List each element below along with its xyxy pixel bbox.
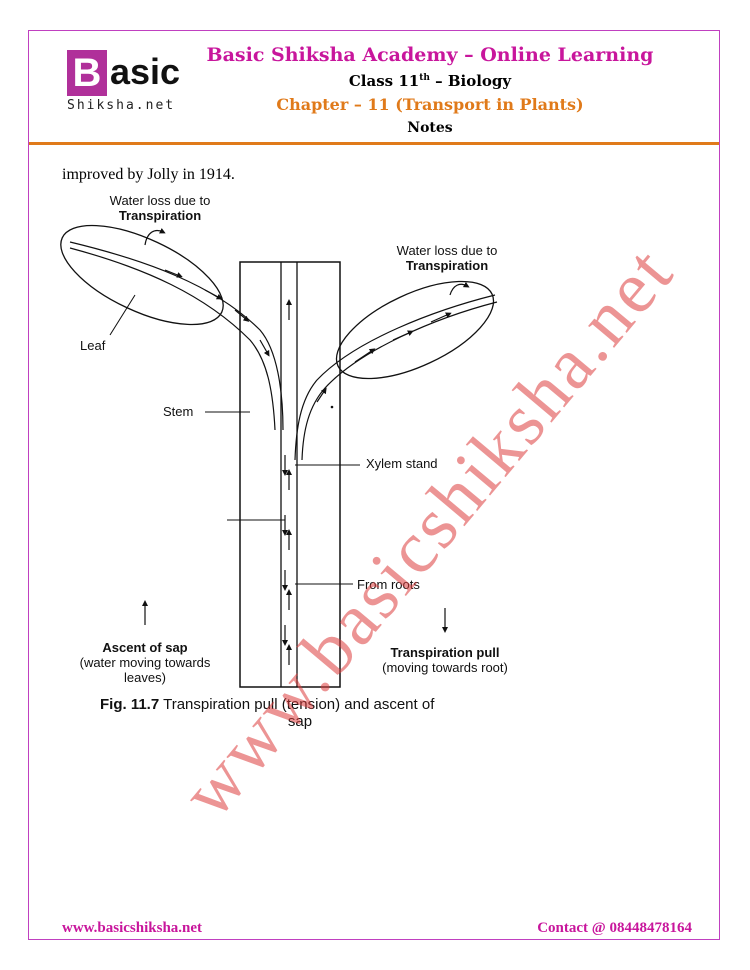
leaf-pointer (109, 294, 136, 336)
right-water-loss-arrow (449, 281, 470, 296)
water-loss-right-label: Water loss due to Transpiration (372, 243, 522, 273)
ascent-label: Ascent of sap (water moving towards leav… (70, 640, 220, 685)
left-branch-flow-arrows (164, 269, 270, 357)
xylem-label: Xylem stand (366, 456, 438, 471)
right-leaf (335, 280, 495, 380)
transpiration-diagram (60, 224, 498, 688)
leaf-label: Leaf (80, 338, 106, 353)
water-loss-left-line1: Water loss due to (109, 193, 211, 208)
caption-fig-number: Fig. 11.7 (100, 696, 160, 713)
right-branch-vessel-inner (301, 301, 498, 461)
stem-label: Stem (163, 404, 194, 419)
class-text: Class 11 (348, 72, 420, 90)
academy-title: Basic Shiksha Academy – Online Learning (206, 44, 654, 66)
caption-text: Transpiration pull (tension) and ascent … (159, 696, 435, 713)
leaf-dot (330, 405, 334, 409)
logo-subtitle: Shiksha.net (67, 98, 176, 113)
ascent-title: Ascent of sap (102, 640, 188, 655)
water-loss-right-line1: Water loss due to (396, 243, 498, 258)
ascent-desc-1: (water moving towards (79, 655, 211, 670)
logo-word: asic (110, 51, 181, 92)
page-frame (28, 30, 720, 940)
left-branch-vessel (69, 241, 284, 431)
right-branch-vessel (294, 294, 496, 461)
pull-title: Transpiration pull (390, 645, 500, 660)
header-divider (29, 142, 719, 145)
right-branch-flow-arrows (316, 312, 452, 403)
class-sup: th (419, 73, 430, 83)
footer-website[interactable]: www.basicshiksha.net (62, 920, 203, 936)
figure-caption: Fig. 11.7 Transpiration pull (tension) a… (100, 696, 520, 730)
class-subject-text: – Biology (429, 72, 512, 90)
left-leaf (60, 224, 224, 326)
chapter-title: Chapter – 11 (Transport in Plants) (276, 95, 584, 114)
caption-text-2: sap (287, 713, 313, 730)
from-roots-label: From roots (357, 577, 420, 592)
water-loss-left-label: Water loss due to Transpiration (85, 193, 235, 223)
water-loss-left-line2: Transpiration (118, 208, 202, 223)
logo-letter: B (67, 50, 107, 96)
intro-text: improved by Jolly in 1914. (62, 166, 235, 183)
class-subject: Class 11th – Biology (200, 72, 660, 90)
pull-desc: (moving towards root) (382, 660, 508, 675)
ascent-desc-2: leaves) (124, 670, 166, 685)
water-loss-right-line2: Transpiration (405, 258, 489, 273)
left-water-loss-arrow (144, 227, 166, 246)
footer-contact: Contact @ 08448478164 (537, 920, 692, 936)
left-branch-vessel-inner (69, 247, 276, 431)
pull-label: Transpiration pull (moving towards root) (370, 645, 520, 675)
notes-label: Notes (407, 120, 453, 136)
stem-outline (239, 261, 341, 688)
